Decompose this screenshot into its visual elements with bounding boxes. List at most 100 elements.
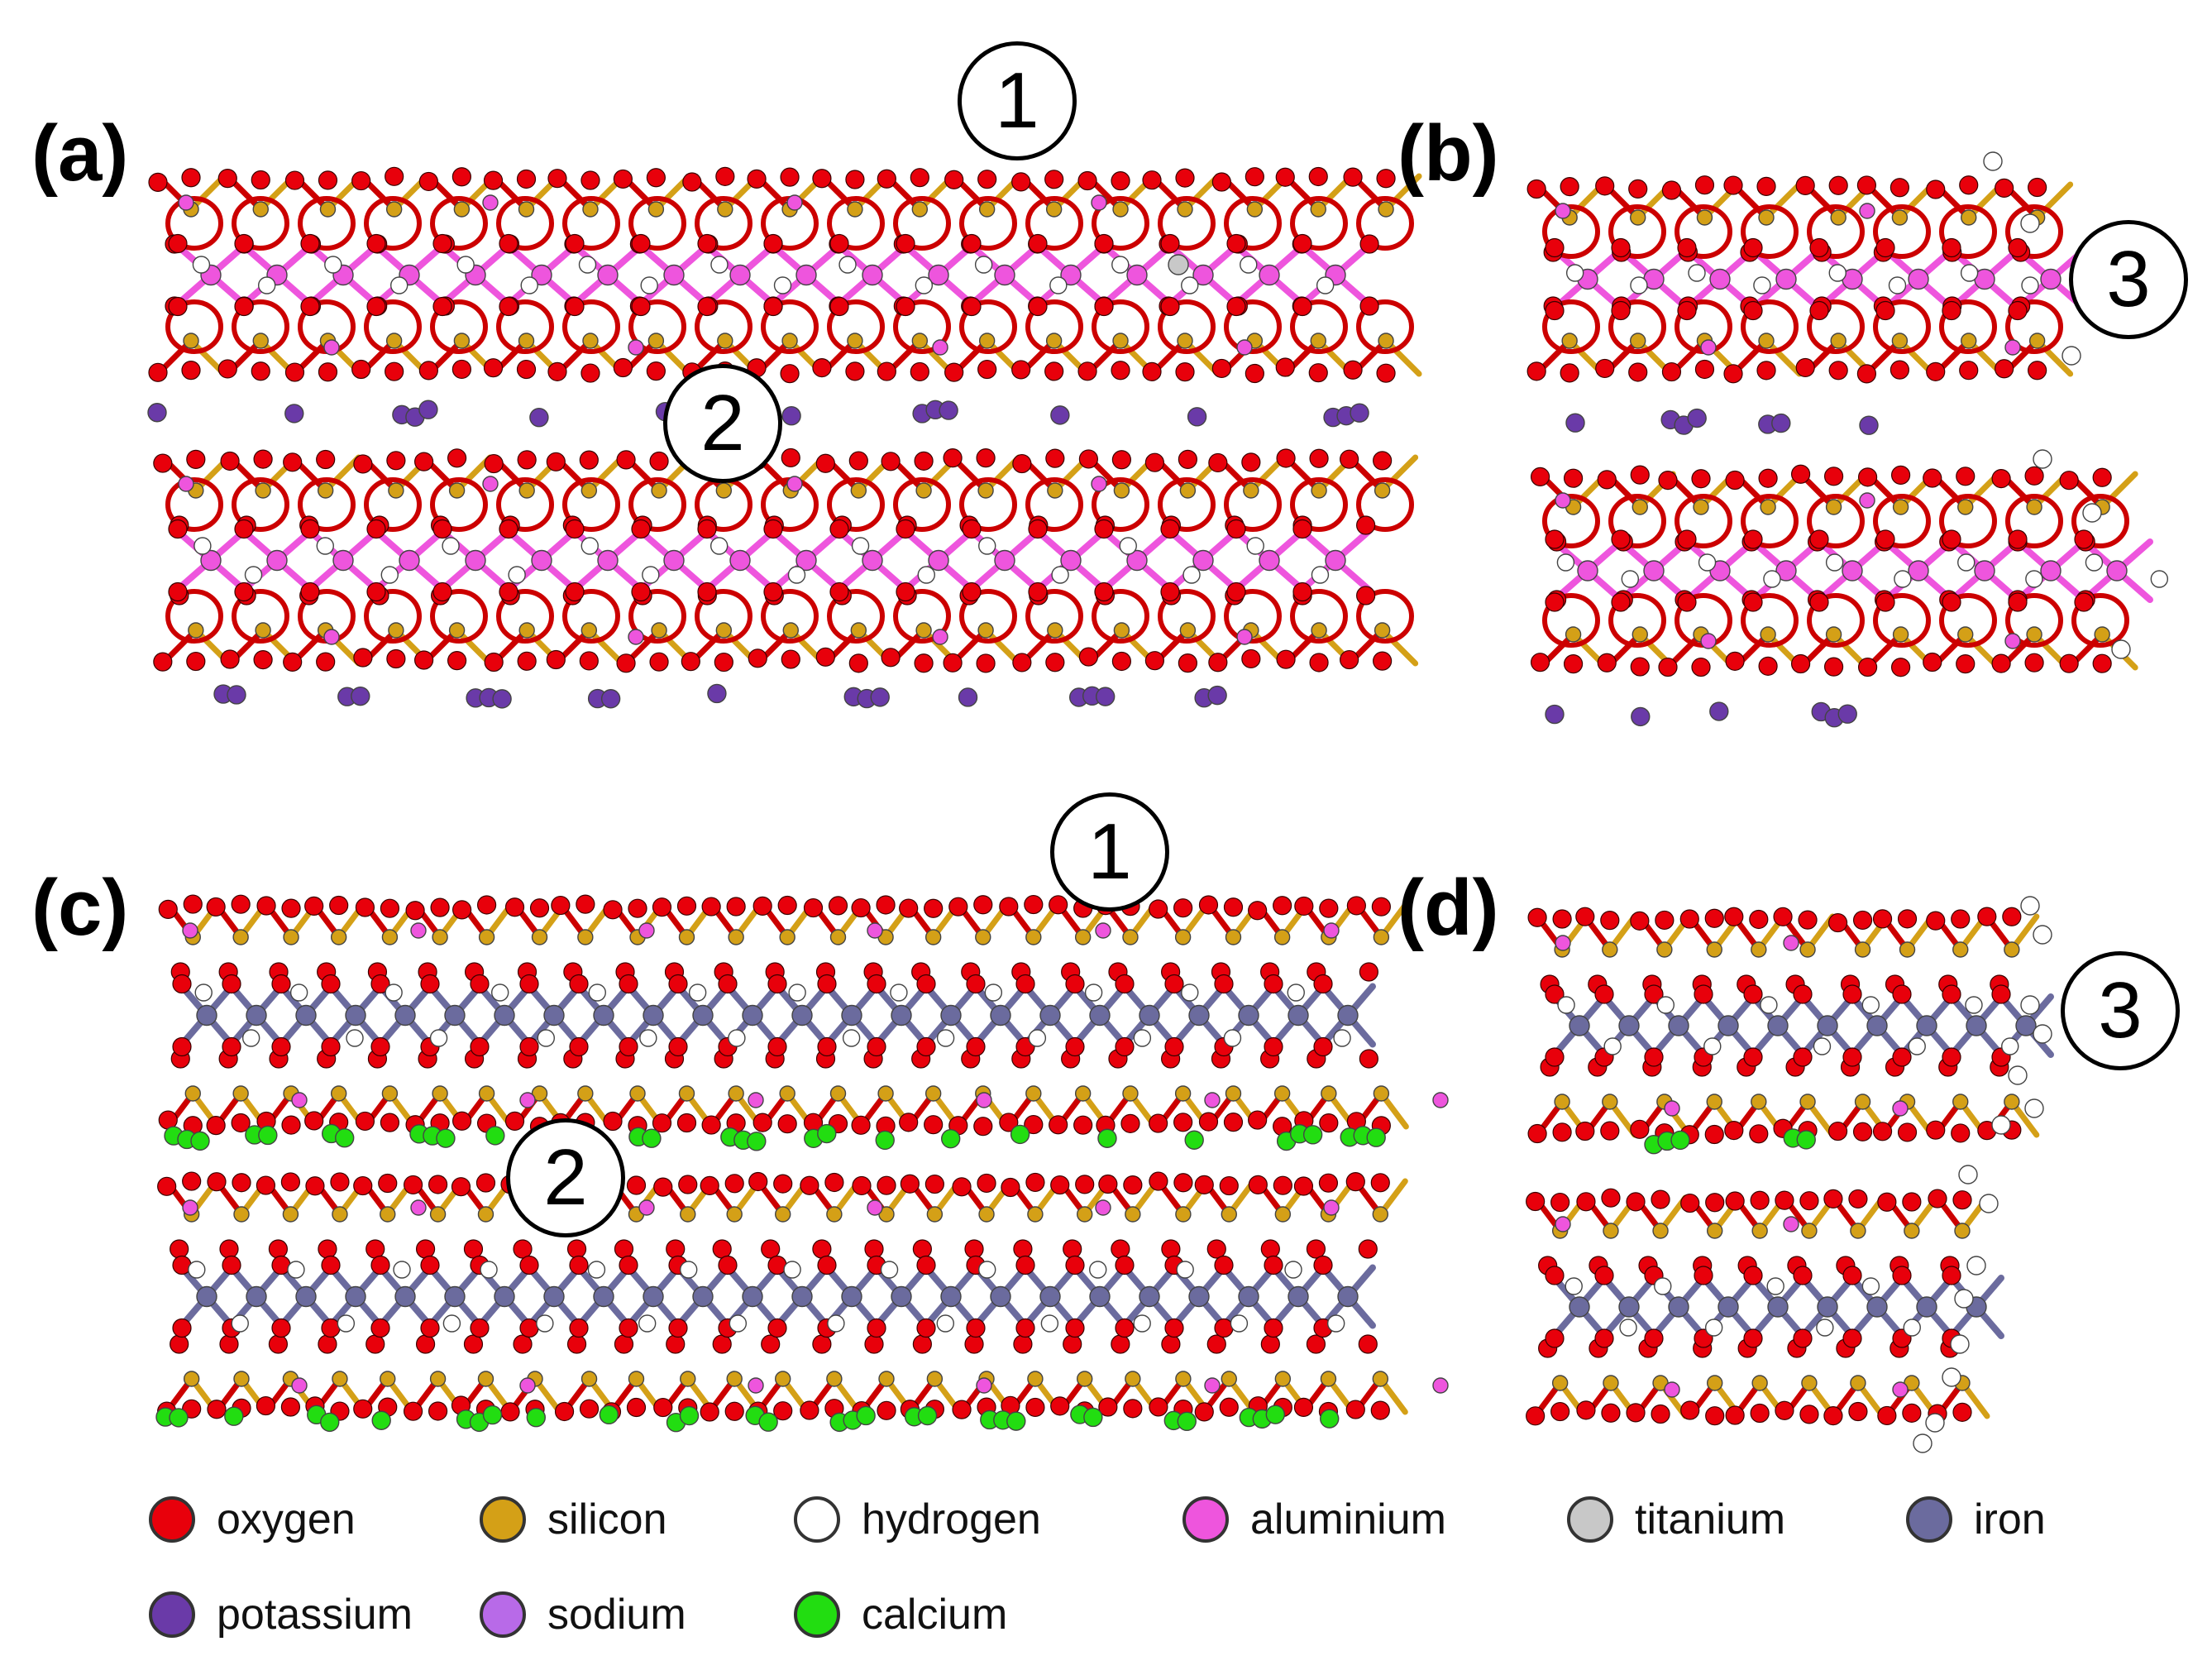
oxygen-atom (1545, 1328, 1565, 1348)
oxygen-atom (1630, 911, 1650, 931)
oxygen-atom (206, 1116, 226, 1136)
silicon-atom (915, 482, 932, 499)
iron-atom (1618, 1296, 1640, 1318)
panel-d-label: (d) (1397, 864, 1499, 952)
oxygen-atom (1842, 1266, 1862, 1285)
iron-atom (1916, 1015, 1937, 1036)
oxygen-atom (370, 974, 390, 994)
silicon-atom (1273, 1085, 1291, 1102)
oxygen-atom (1028, 581, 1048, 602)
hydrogen-atom (1565, 1277, 1583, 1295)
oxygen-atom (1773, 907, 1793, 926)
oxygen-atom (1160, 581, 1180, 602)
oxygen-atom (761, 1334, 781, 1354)
oxygen-atom (724, 1401, 744, 1421)
silicon-atom (680, 1206, 696, 1223)
oxygen-atom (172, 974, 192, 994)
oxygen-atom (1264, 1036, 1283, 1057)
silicon-atom (1378, 333, 1394, 349)
hydrogen-atom (480, 1261, 498, 1279)
hydrogen-atom (520, 276, 538, 294)
oxygen-atom (385, 166, 404, 186)
legend-item-titanium: titanium (1567, 1493, 1785, 1546)
silicon-atom (924, 1085, 942, 1102)
oxygen-atom (876, 895, 896, 915)
aluminium-atom (1775, 560, 1797, 581)
oxygen-atom (1178, 449, 1197, 469)
hydrogen-atom (241, 1029, 260, 1047)
oxygen-atom (519, 1255, 539, 1275)
legend-swatch-potassium (149, 1591, 195, 1638)
oxygen-atom (428, 1175, 448, 1194)
iron-atom (1337, 1285, 1359, 1308)
aluminium-atom (2040, 560, 2062, 581)
panel-b-potassium-ion-2 (1631, 706, 1651, 727)
silicon-atom (629, 1085, 646, 1102)
aluminium-atom (482, 476, 499, 492)
panel-a-potassium-ion-2 (1207, 685, 1227, 706)
oxygen-atom (219, 1239, 239, 1259)
aluminium-atom (867, 922, 883, 939)
silicon-atom (1706, 1094, 1722, 1110)
oxygen-atom (500, 1402, 520, 1422)
oxygen-atom (649, 451, 669, 471)
oxygen-atom (1373, 451, 1393, 471)
silicon-atom (577, 1085, 594, 1102)
oxygen-atom (1823, 1406, 1843, 1426)
aluminium-atom (1555, 935, 1571, 951)
oxygen-atom (1012, 453, 1032, 474)
panel-a-potassium-ion (284, 404, 304, 424)
iron-atom (891, 1285, 912, 1308)
oxygen-atom (1550, 1401, 1570, 1422)
legend-swatch-oxygen (149, 1496, 195, 1543)
oxygen-atom (1827, 912, 1848, 933)
oxygen-atom (1142, 170, 1162, 190)
aluminium-atom (628, 339, 644, 356)
oxygen-atom (1743, 529, 1763, 549)
hydrogen-atom (1861, 1277, 1880, 1295)
ring (893, 477, 951, 532)
aluminium-atom (1204, 1377, 1221, 1394)
oxygen-atom (1644, 1047, 1664, 1067)
hydrogen-atom (1028, 1029, 1047, 1047)
oxygen-atom (256, 1395, 276, 1416)
oxygen-atom (1575, 1121, 1595, 1141)
oxygen-atom (222, 1036, 241, 1057)
oxygen-atom (962, 519, 982, 539)
oxygen-atom (1725, 1191, 1745, 1211)
oxygen-atom (748, 1171, 768, 1192)
oxygen-atom (1545, 592, 1565, 612)
hydrogen-atom (1049, 276, 1068, 294)
oxygen-atom (867, 1318, 886, 1338)
oxygen-atom (234, 519, 254, 539)
ring (628, 589, 686, 644)
oxygen-atom (829, 296, 849, 317)
iron-atom (841, 1004, 862, 1027)
silicon-atom (1077, 1206, 1093, 1223)
oxygen-atom (1075, 1175, 1095, 1194)
ring (298, 196, 356, 251)
aluminium-atom (663, 549, 685, 572)
oxygen-atom (158, 899, 178, 919)
ring (1807, 204, 1865, 259)
oxygen-atom (646, 168, 666, 188)
silicon-atom (1707, 1223, 1723, 1239)
silicon-atom (1174, 929, 1192, 945)
oxygen-atom (916, 974, 936, 994)
panel-b-potassium-ion (1565, 413, 1585, 433)
aluminium-atom (748, 1377, 764, 1394)
oxygen-atom (1073, 1115, 1093, 1135)
oxygen-atom (172, 1318, 192, 1338)
silicon-atom (233, 1206, 250, 1223)
silicon-atom (184, 1085, 201, 1102)
oxygen-atom (222, 974, 241, 994)
legend-swatch-silicon (480, 1496, 526, 1543)
oxygen-atom (420, 1255, 440, 1275)
silicon-atom (580, 482, 598, 499)
oxygen-atom (1655, 910, 1675, 931)
oxygen-atom (1264, 1318, 1283, 1338)
panel-a-potassium-ion (781, 405, 801, 426)
oxygen-atom (483, 358, 504, 378)
ring (165, 477, 223, 532)
oxygen-atom (1563, 654, 1584, 674)
